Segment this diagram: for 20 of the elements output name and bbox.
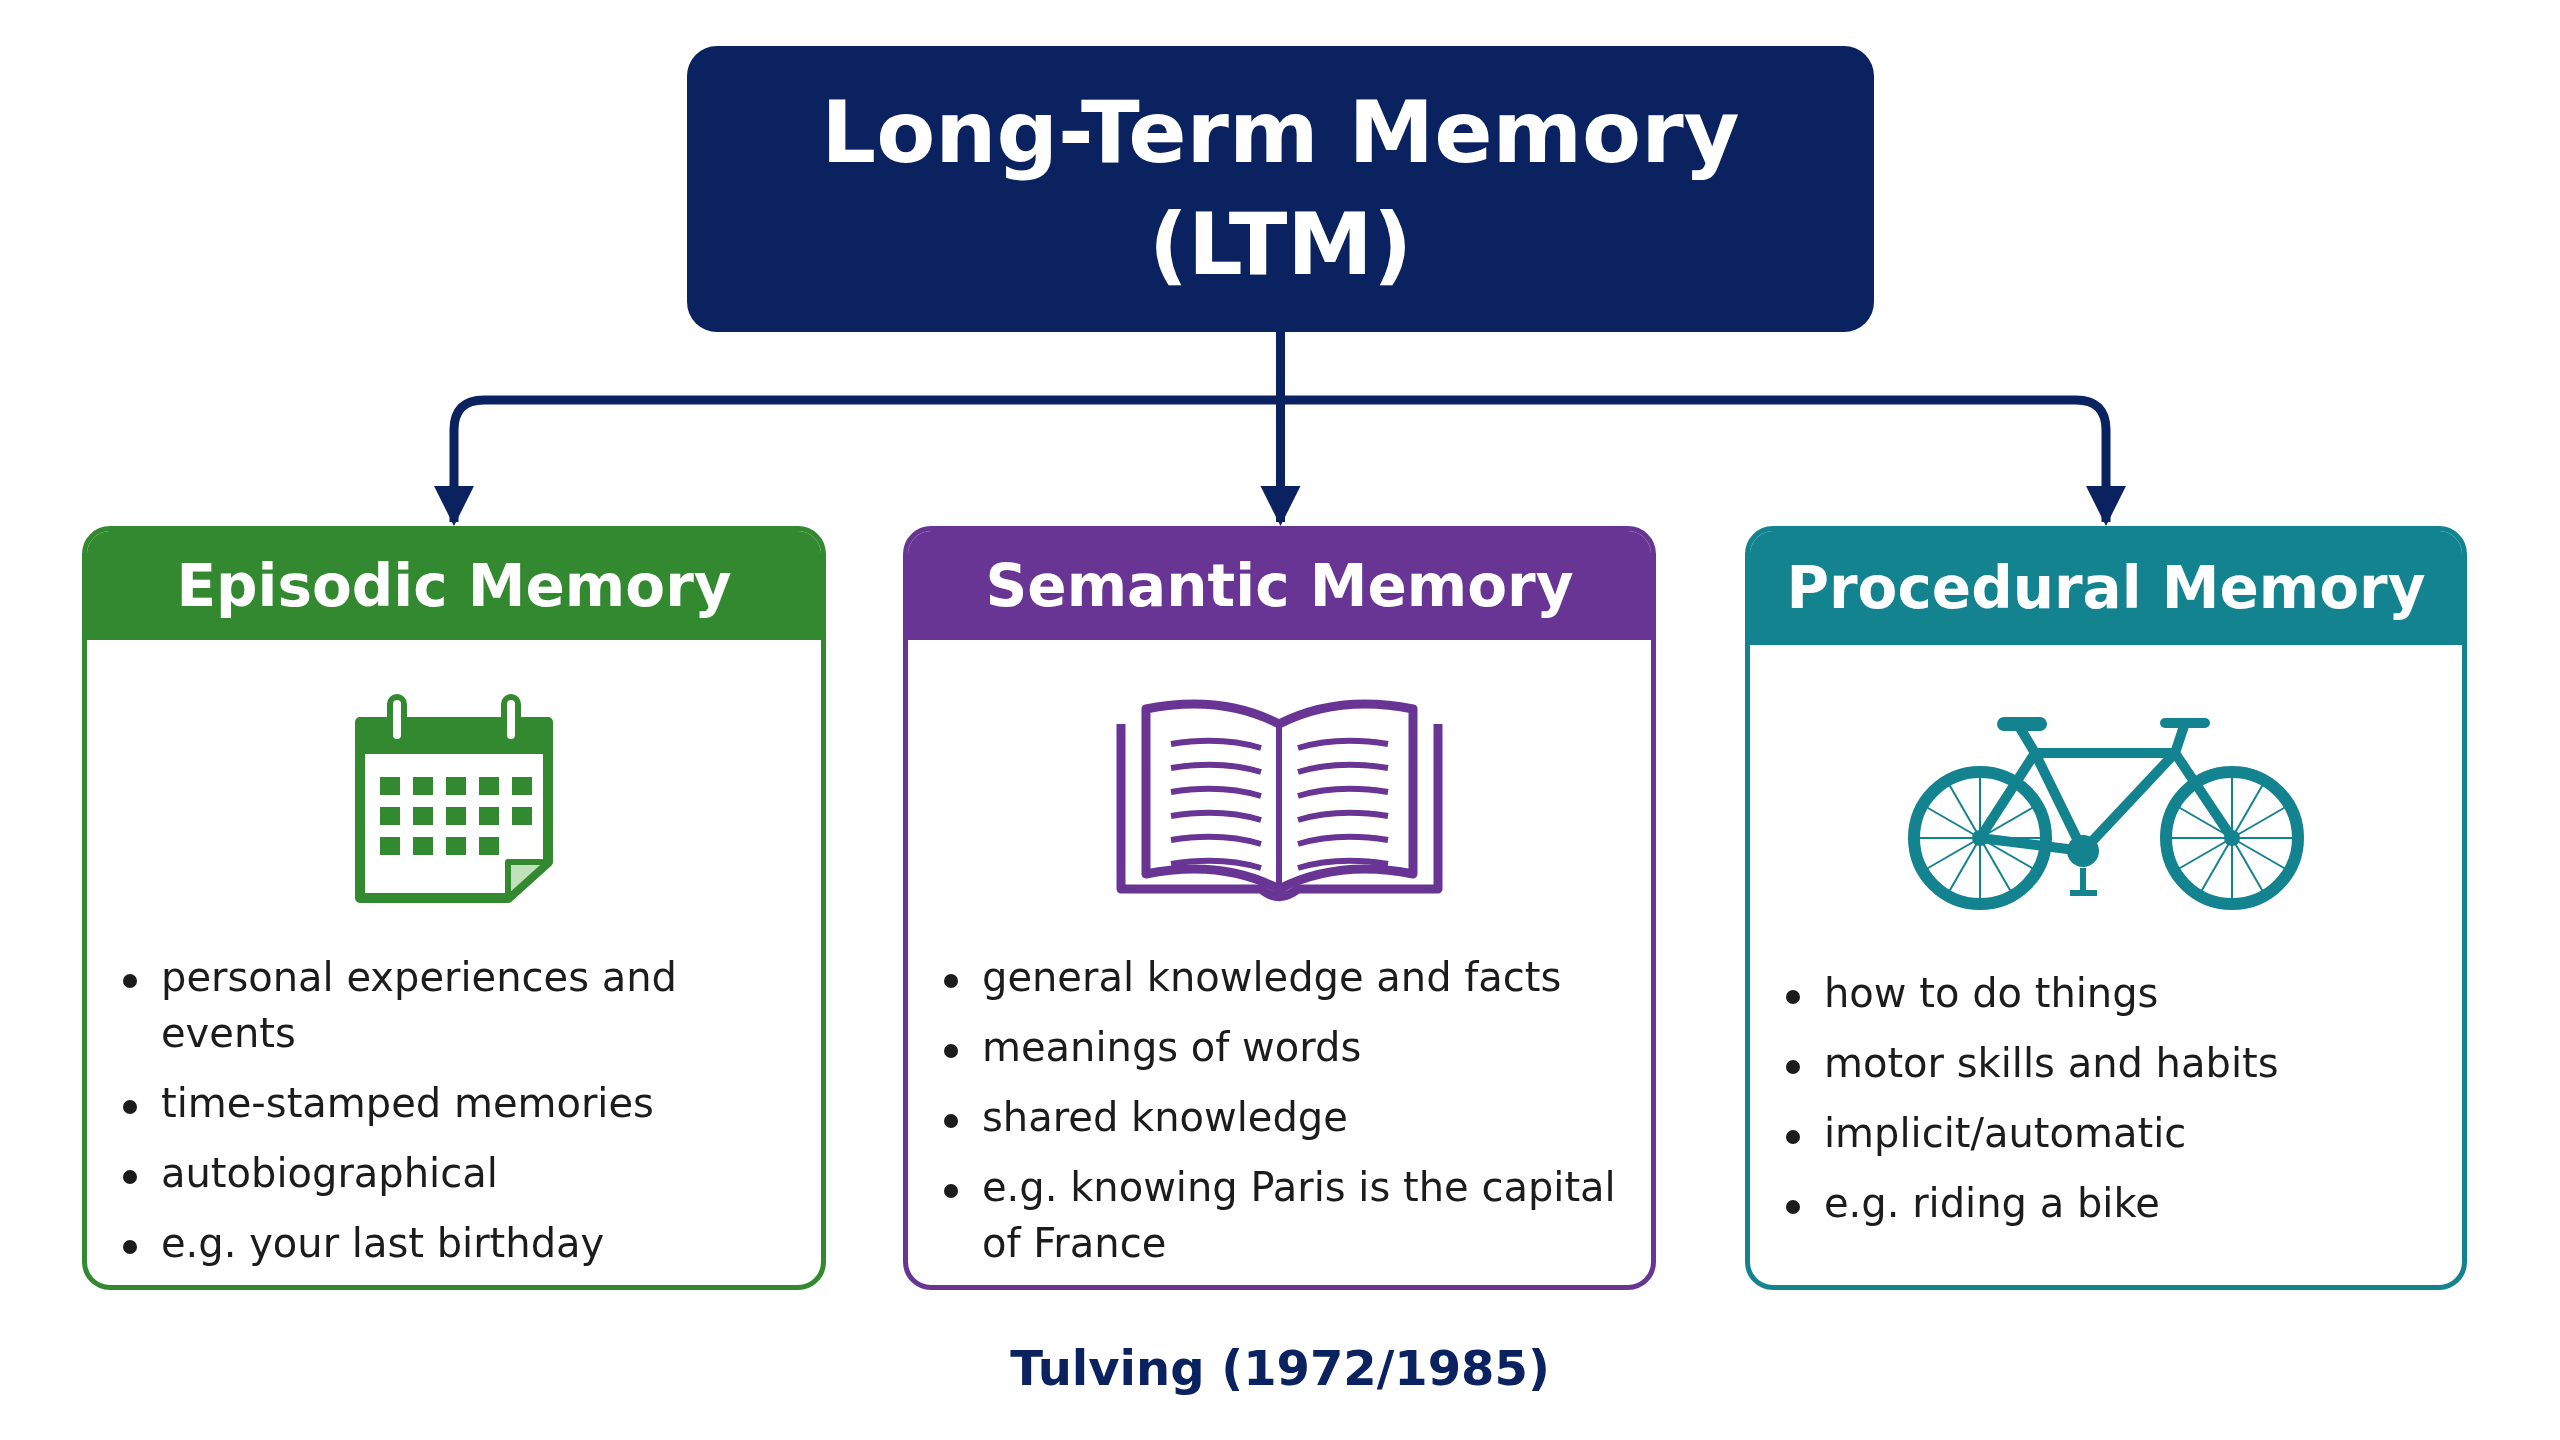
bullet-text: e.g. your last birthday [161,1219,605,1268]
category-card [903,526,1656,1290]
bullet-text: motor skills and habits [1824,1039,2279,1088]
bullet-text: how to do things [1824,969,2159,1018]
bullet-text: implicit/automatic [1824,1109,2187,1158]
bullet-text: meanings of words [982,1023,1362,1072]
bullet-text: e.g. knowing Paris is the capital of France [982,1163,1617,1268]
caption: Tulving (1972/1985) [1010,1340,1550,1396]
category-card [82,526,826,1290]
title-text: Long-Term Memory (LTM) [820,81,1741,296]
bullet-text: time-stamped memories [161,1079,654,1128]
card-header: Semantic Memory [908,531,1651,641]
title-box [687,46,1874,332]
bullet-text: shared knowledge [982,1093,1348,1142]
bullet-text: e.g. riding a bike [1824,1179,2160,1228]
category-card [1745,526,2467,1290]
bullet-text: general knowledge and facts [982,953,1562,1002]
card-header: Procedural Memory [1750,531,2462,645]
card-header: Episodic Memory [87,531,821,641]
bullet-text: autobiographical [161,1149,498,1198]
